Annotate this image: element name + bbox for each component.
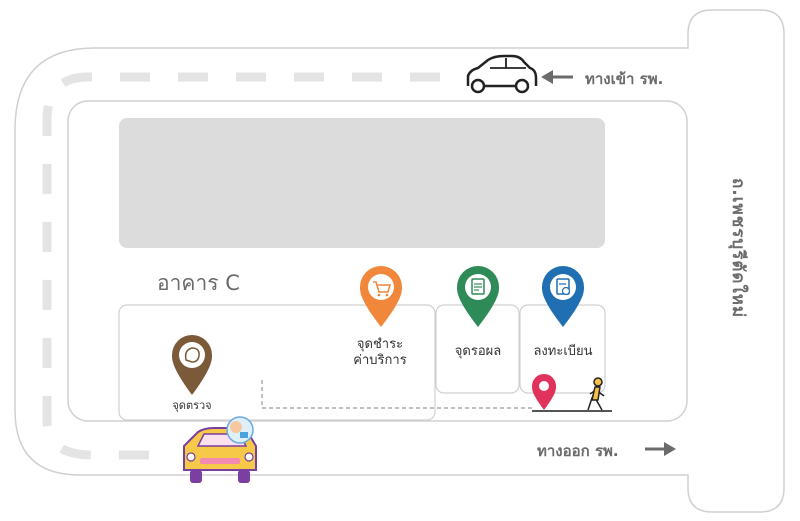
waiting-pin-icon	[457, 266, 499, 327]
checkup-area	[118, 304, 436, 421]
exit-label: ทางออก รพ.	[537, 442, 619, 460]
payment-label-line1: จุดชำระ	[356, 337, 404, 352]
start-pin-icon	[532, 374, 556, 410]
checkup-pin-icon	[172, 335, 212, 395]
payment-pin-icon	[360, 266, 402, 327]
exit-arrow-icon	[645, 442, 676, 456]
walking-path	[261, 380, 535, 409]
lane-dashes	[42, 72, 440, 460]
entrance-label: ทางเข้า รพ.	[585, 70, 664, 88]
payment-label-line2: ค่าบริการ	[353, 353, 407, 368]
street-name-label: ถ.เพชรบุรีตัดใหม่	[728, 178, 748, 319]
waiting-label: จุดรอผล	[454, 344, 502, 359]
car-outline-icon	[466, 54, 538, 94]
register-label: ลงทะเบียน	[533, 344, 593, 359]
building-name: อาคาร C	[157, 271, 240, 295]
register-pin-icon	[542, 266, 584, 327]
walking-person-icon	[587, 377, 605, 411]
entrance-arrow-icon	[541, 70, 573, 84]
checkup-label: จุดตรวจ	[172, 399, 212, 412]
building-block	[119, 118, 605, 248]
yellow-car-icon	[183, 416, 257, 483]
